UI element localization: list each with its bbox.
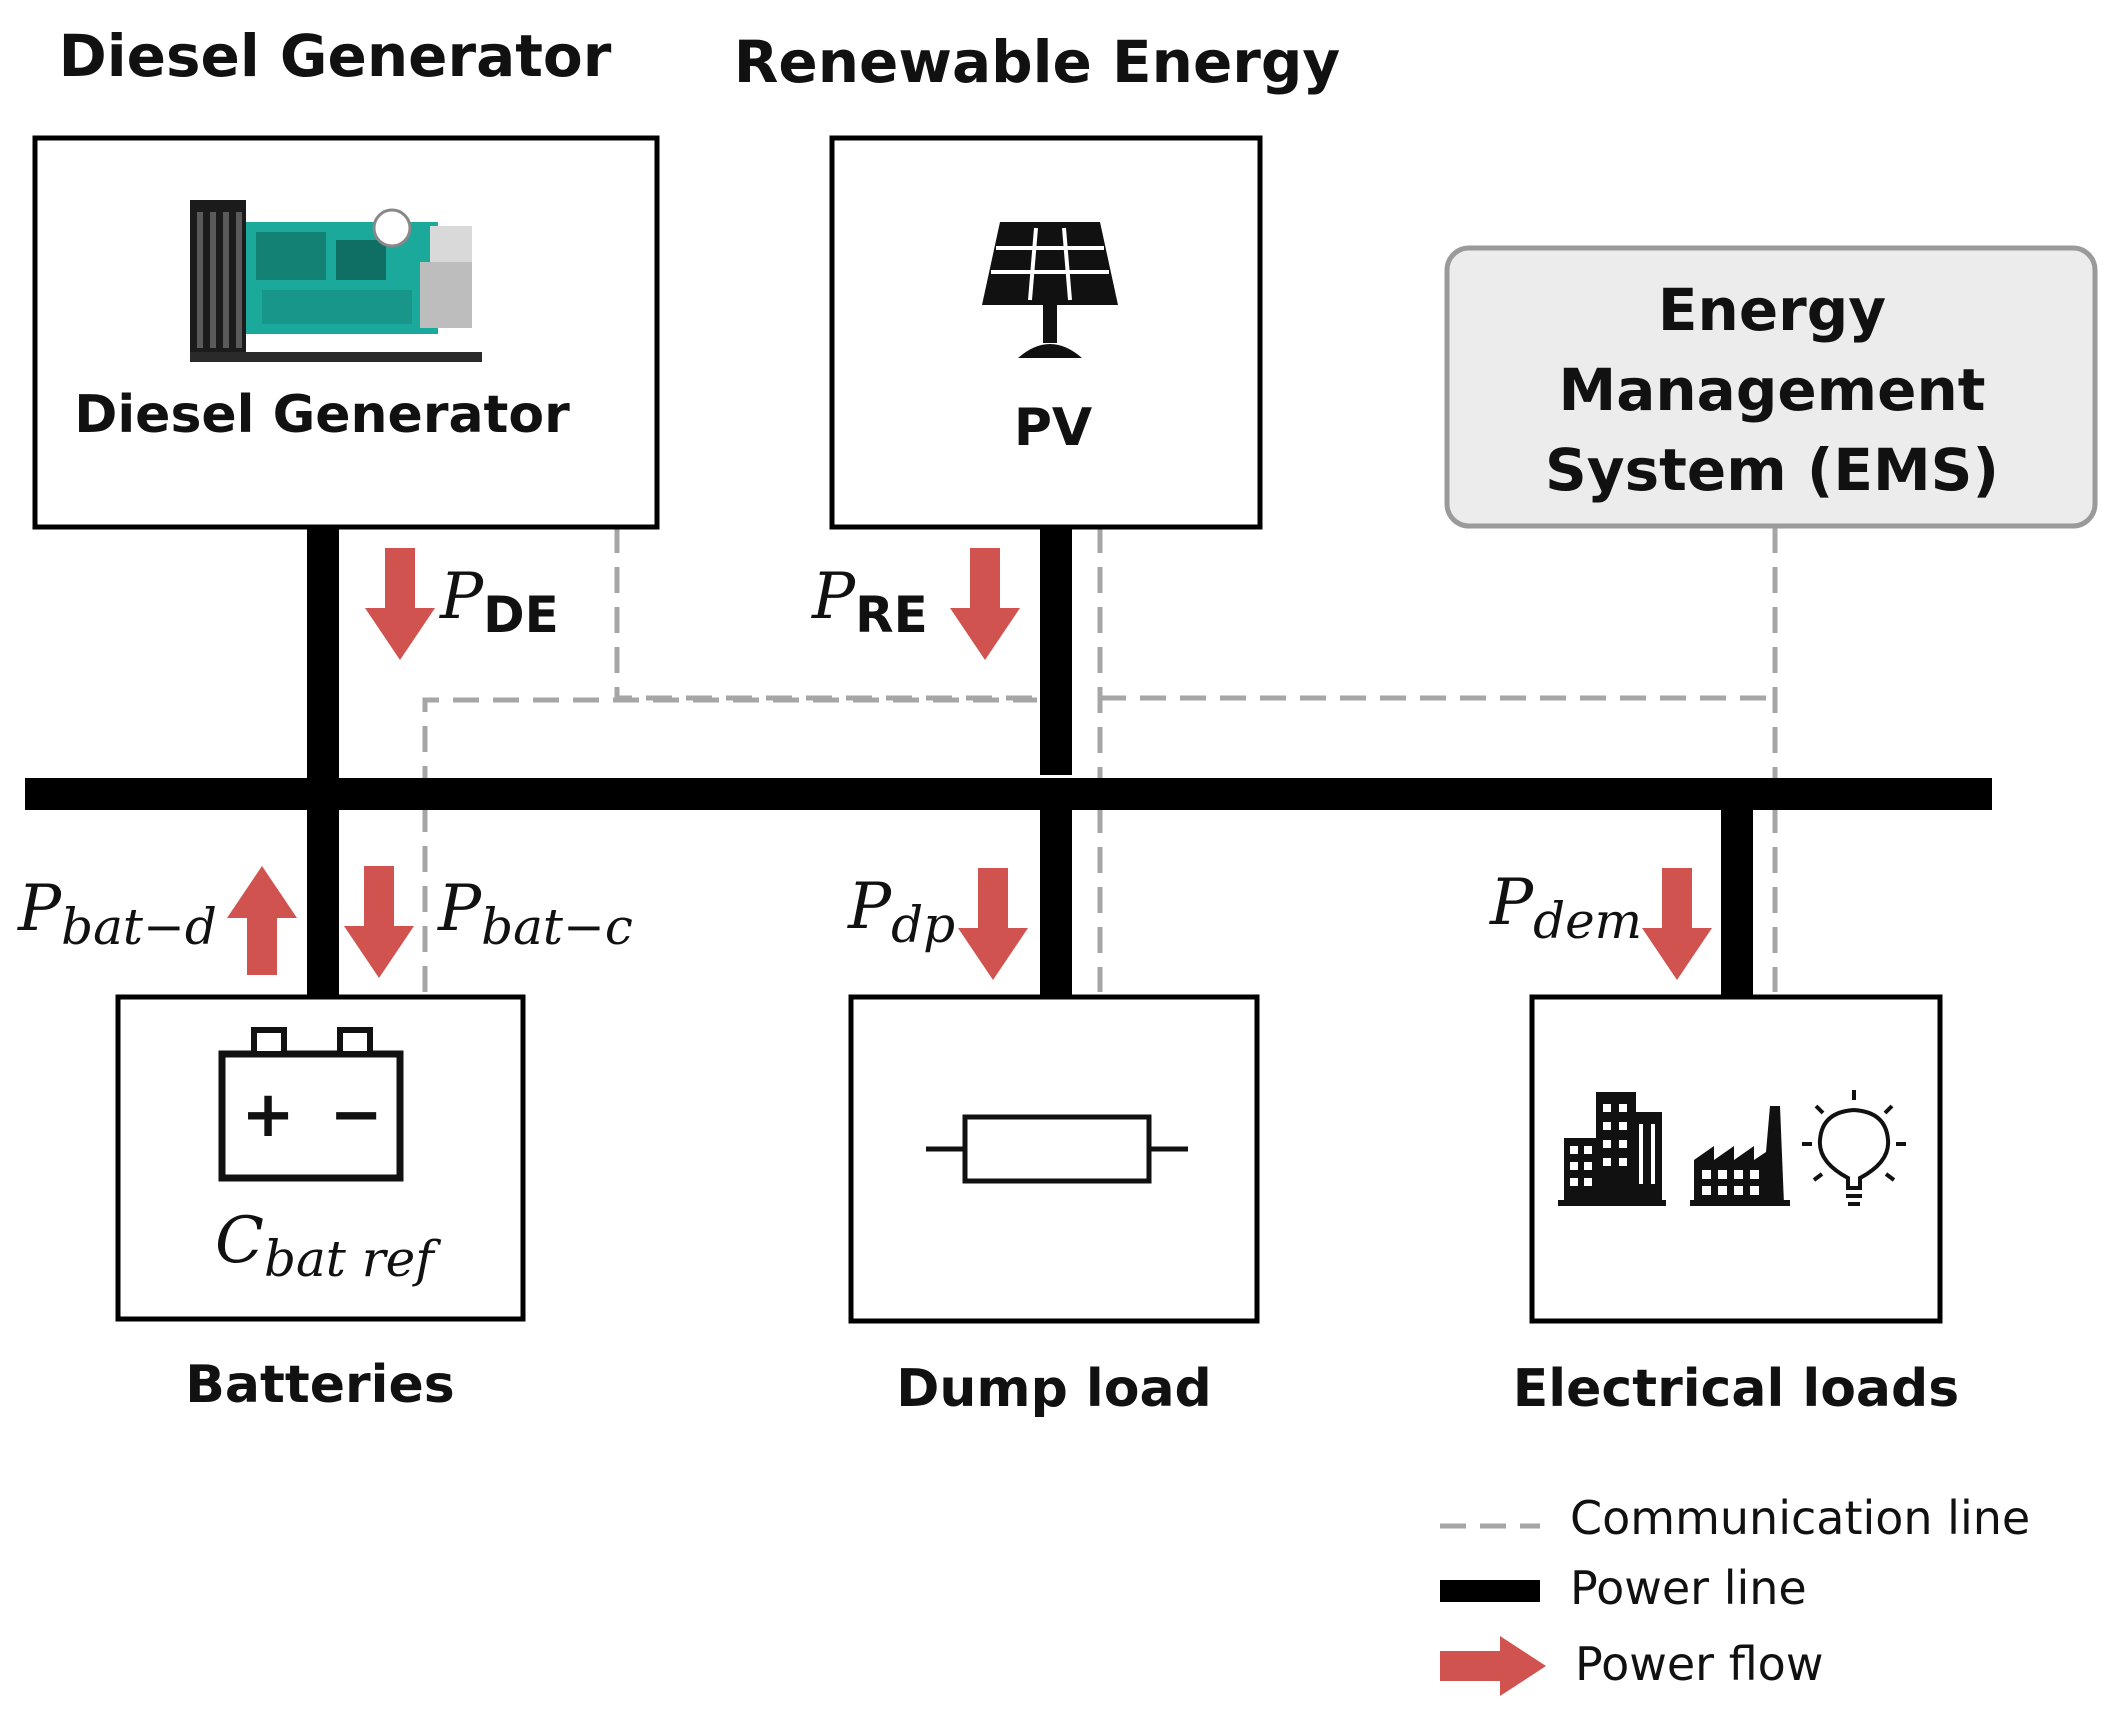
- arrow-p-dem: [1642, 868, 1712, 980]
- comm-line-batteries: [422, 697, 1037, 992]
- renewable-energy-title: Renewable Energy: [734, 28, 1340, 96]
- arrow-p-dp: [958, 868, 1028, 980]
- diesel-generator-icon: [190, 200, 482, 362]
- dump-load-box: [848, 994, 1260, 1324]
- arrow-p-de: [365, 548, 435, 660]
- power-line-dumpload: [1040, 805, 1072, 997]
- label-p-bat-d: Pbat−d: [17, 872, 217, 956]
- label-p-dem: Pdem: [1489, 866, 1642, 950]
- resistor-icon: [926, 1114, 1188, 1184]
- legend: Communication line Power line Power flow: [1440, 1491, 2030, 1696]
- ems-label-line1: Energy: [1658, 276, 1886, 344]
- label-p-re: PRE: [811, 560, 928, 644]
- power-line-pv: [1040, 527, 1072, 775]
- legend-power-line-label: Power line: [1570, 1561, 1807, 1615]
- factory-icon: [1690, 1106, 1790, 1206]
- power-lines: [25, 527, 1992, 997]
- label-p-dp: Pdp: [847, 870, 955, 954]
- battery-plus-symbol: +: [241, 1078, 295, 1152]
- diesel-generator-label: Diesel Generator: [74, 385, 570, 445]
- label-p-bat-c: Pbat−c: [437, 872, 633, 956]
- label-p-de: PDE: [439, 560, 559, 644]
- building-icon: [1558, 1092, 1666, 1206]
- dump-load-label: Dump load: [896, 1359, 1212, 1419]
- communication-lines: [422, 527, 1778, 992]
- ems-label-line3: System (EMS): [1545, 436, 1999, 504]
- arrow-p-re: [950, 548, 1020, 660]
- solar-panel-icon: [982, 222, 1118, 358]
- label-c-bat-ref: Cbat ref: [215, 1204, 441, 1288]
- diesel-generator-title: Diesel Generator: [59, 22, 612, 90]
- ems-label-line2: Management: [1559, 356, 1986, 424]
- legend-power-flow-label: Power flow: [1575, 1637, 1823, 1691]
- power-flow-arrows: [227, 548, 1712, 980]
- arrow-p-bat-c: [344, 866, 414, 978]
- lightbulb-icon: [1802, 1090, 1906, 1206]
- electrical-loads-label: Electrical loads: [1513, 1359, 1959, 1419]
- legend-power-line-swatch: [1440, 1580, 1540, 1602]
- battery-icon: + −: [218, 1027, 404, 1182]
- power-line-diesel: [307, 527, 339, 787]
- pv-label: PV: [1014, 398, 1092, 458]
- battery-minus-symbol: −: [329, 1078, 383, 1152]
- power-line-batteries: [307, 805, 339, 997]
- ems-box: [1444, 245, 2098, 529]
- power-line-loads: [1721, 805, 1753, 997]
- arrow-p-bat-d: [227, 866, 297, 975]
- legend-communication-label: Communication line: [1570, 1491, 2030, 1545]
- legend-power-flow-swatch: [1440, 1636, 1546, 1696]
- batteries-label: Batteries: [185, 1355, 454, 1415]
- main-bus: [25, 778, 1992, 810]
